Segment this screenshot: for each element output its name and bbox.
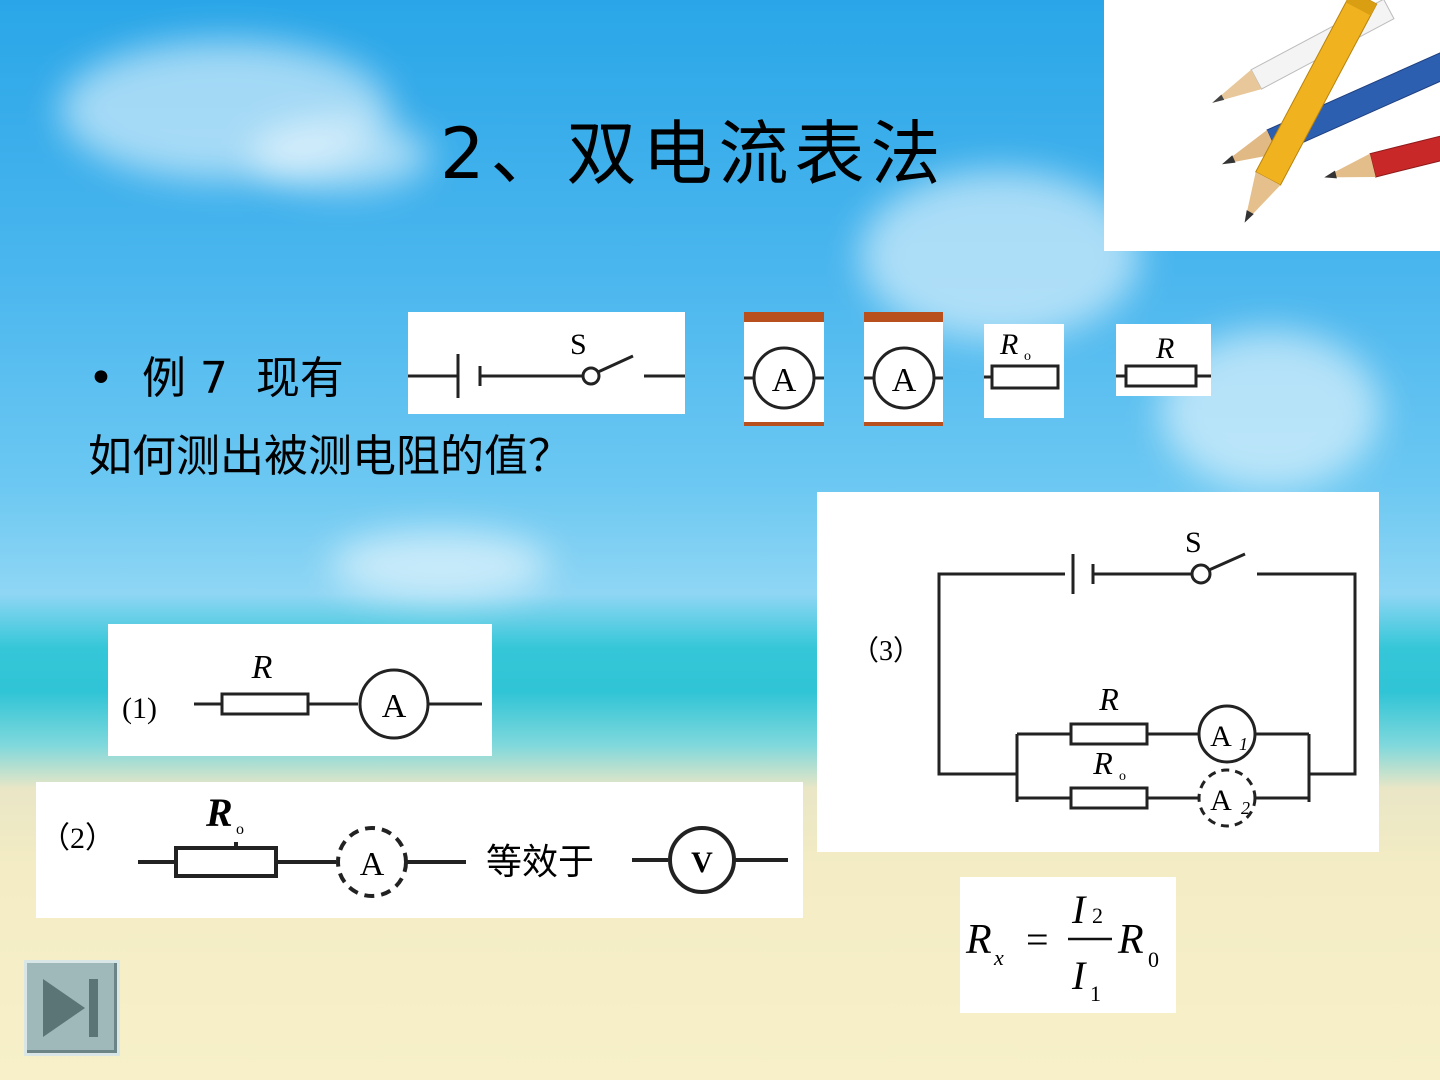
circuit-3-r0-label: R — [1092, 745, 1113, 781]
formula-numerator-sub: 2 — [1092, 903, 1103, 928]
formula-lhs-sub: x — [993, 945, 1004, 970]
battery-switch-symbol: S — [408, 312, 685, 414]
slide-title: 2、双电流表法 — [440, 113, 947, 195]
circuit-3-a1-sub: 1 — [1239, 734, 1248, 754]
circuit-3-label: （3） — [851, 635, 921, 667]
cloud — [250, 120, 430, 190]
example-text: 例 7 现有 — [141, 353, 344, 404]
circuit-1-r-label: R — [251, 649, 273, 686]
circuit-3-a1-label: A — [1210, 720, 1232, 753]
formula-box: R x = I 2 I 1 R 0 — [960, 877, 1176, 1013]
r0-subscript: o — [1024, 349, 1031, 364]
circuit-3-r-label: R — [1098, 681, 1119, 717]
ammeter-label: A — [892, 362, 917, 399]
formula-numerator: I — [1071, 887, 1087, 932]
formula-rhs-sub: 0 — [1148, 947, 1159, 972]
circuit-1-ammeter-label: A — [382, 688, 407, 725]
formula-rhs: R — [1117, 917, 1144, 963]
circuit-3: （3） — [817, 492, 1379, 852]
ammeter-symbol: A — [744, 312, 824, 426]
r-label: R — [1155, 332, 1174, 365]
circuit-3-a2-sub: 2 — [1241, 798, 1250, 818]
bullet: • — [88, 353, 114, 404]
equivalent-text: 等效于 — [486, 842, 594, 882]
circuit-2-ammeter-label: A — [360, 846, 385, 883]
circuit-1-label: (1) — [122, 692, 157, 725]
formula-denominator: I — [1071, 953, 1087, 998]
pencils-image — [1104, 0, 1440, 251]
question-text: 如何测出被测电阻的值？ — [88, 431, 572, 482]
pencils-icon — [1212, 0, 1440, 223]
cloud — [860, 170, 1140, 340]
example-line: • 例 7 现有 — [88, 342, 344, 406]
r0-label: R — [999, 328, 1018, 361]
circuit-3-r0-sub: o — [1119, 769, 1126, 784]
ammeter-symbol: A — [864, 312, 943, 426]
circuit-2-label: （2） — [40, 822, 115, 855]
formula-lhs: R — [965, 917, 992, 963]
formula-denominator-sub: 1 — [1090, 981, 1101, 1006]
circuit-3-switch-label: S — [1185, 526, 1202, 559]
play-end-icon — [43, 979, 98, 1037]
ammeter-label: A — [772, 362, 797, 399]
voltmeter-label: V — [691, 846, 713, 879]
formula-equals: = — [1026, 917, 1049, 962]
switch-label: S — [570, 328, 587, 361]
circuit-1: (1) R A — [108, 624, 492, 756]
resistor-r0-symbol: R o — [984, 324, 1064, 418]
next-slide-button[interactable] — [24, 960, 120, 1056]
circuit-3-a2-label: A — [1210, 784, 1232, 817]
resistor-r-symbol: R — [1116, 324, 1211, 396]
circuit-2-r0-sub: o — [236, 821, 244, 838]
circuit-2: （2） R o A 等效于 V — [36, 782, 803, 918]
circuit-2-r0-label: R — [205, 790, 233, 835]
cloud — [330, 530, 550, 600]
